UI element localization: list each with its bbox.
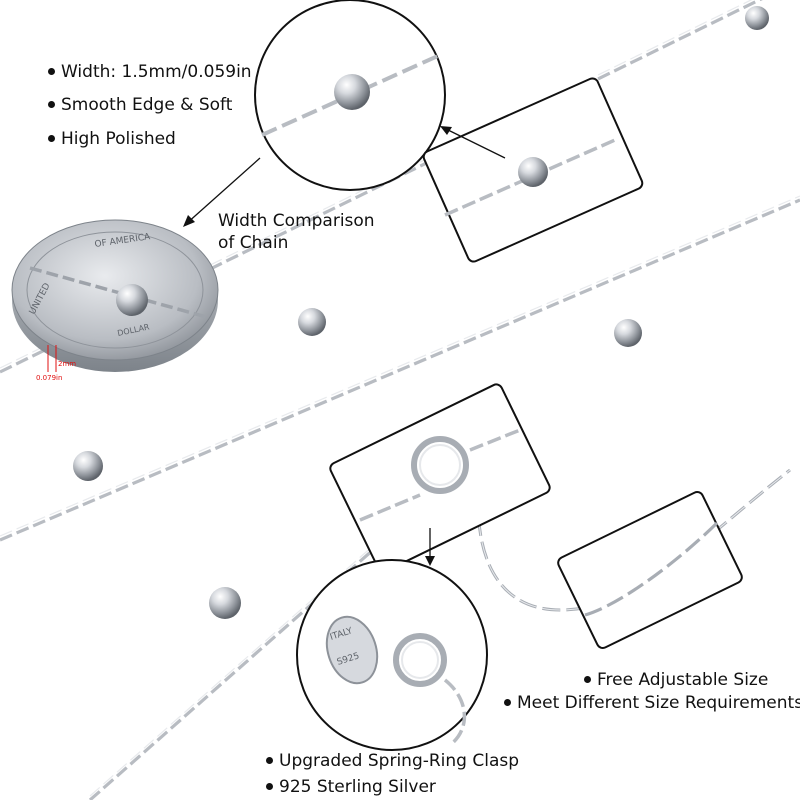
bullet-icon — [48, 134, 55, 142]
bullet-icon — [266, 756, 273, 764]
feature-smooth: Smooth Edge & Soft — [48, 95, 232, 115]
bullet-icon — [504, 698, 511, 706]
bullet-icon — [584, 675, 591, 683]
feature-width: Width: 1.5mm/0.059in — [48, 62, 252, 82]
width-comparison-caption: Width Comparison of Chain — [218, 211, 375, 253]
callout-box-clasp — [329, 383, 551, 573]
chain-strand-middle — [0, 195, 800, 542]
feature-adjustable: Free Adjustable Size — [584, 670, 768, 690]
bullet-icon — [48, 100, 55, 108]
feature-silver: 925 Sterling Silver — [266, 777, 436, 797]
zoom-circle-bottom: ITALY S925 — [296, 559, 488, 751]
bead — [745, 6, 769, 30]
bead — [614, 319, 642, 347]
feature-size: Meet Different Size Requirements — [504, 693, 800, 713]
callout-box-top — [422, 77, 644, 263]
arrow-clasp-to-circle — [425, 528, 435, 566]
bullet-icon — [48, 67, 55, 75]
bead — [209, 587, 241, 619]
coin-comparison: OF AMERICA UNITED DOLLAR — [11, 219, 219, 372]
arrow-circle-to-coin — [183, 157, 261, 227]
bead — [298, 308, 326, 336]
coin-dimension-mm: 2mm — [58, 360, 77, 368]
callout-box-extender — [557, 491, 743, 649]
bullet-icon — [266, 782, 273, 790]
arrow-box-to-circle — [440, 126, 506, 159]
coin-dimension-in: 0.079in — [36, 374, 63, 382]
bead — [73, 451, 103, 481]
feature-polished: High Polished — [48, 129, 176, 149]
feature-clasp: Upgraded Spring-Ring Clasp — [266, 751, 519, 771]
zoom-circle-top — [254, 0, 446, 191]
chain-beads — [73, 6, 769, 619]
